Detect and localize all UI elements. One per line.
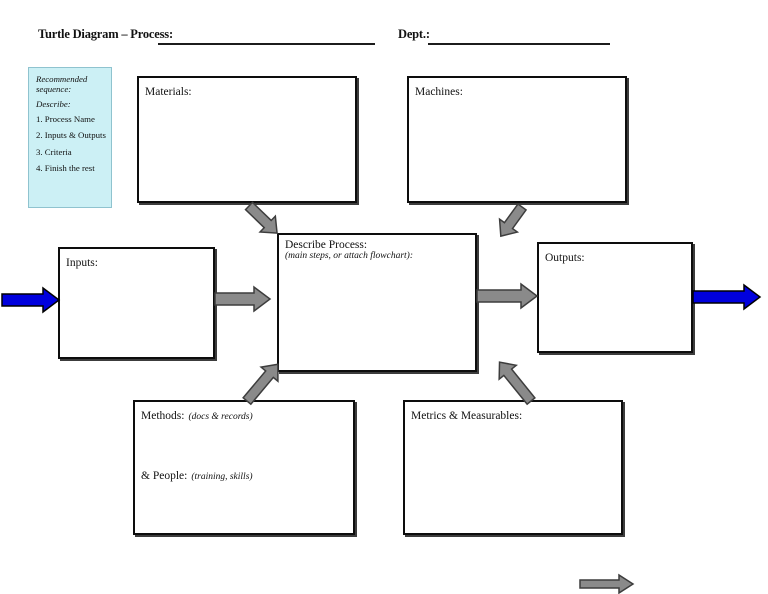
note-intro-2: Describe: — [36, 99, 71, 110]
machines-box[interactable]: Machines: — [407, 76, 627, 203]
people-note: (training, skills) — [191, 472, 253, 482]
describe-process-label: Describe Process: — [285, 239, 368, 251]
note-step: 3. Criteria — [36, 146, 72, 157]
metrics-to-process-arrow-icon — [491, 355, 540, 408]
materials-to-process-arrow-icon — [241, 198, 284, 241]
methods-label: Methods: — [141, 410, 185, 422]
page-title: Turtle Diagram – Process: — [38, 27, 173, 41]
methods-note: (docs & records) — [188, 412, 253, 422]
metrics-box[interactable]: Metrics & Measurables: — [403, 400, 623, 535]
inputs-label: Inputs: — [66, 257, 98, 269]
process-to-outputs-arrow-icon — [476, 282, 539, 310]
methods-to-process-arrow-icon — [239, 357, 287, 408]
inputs-box[interactable]: Inputs: — [58, 247, 215, 359]
external-output-arrow-icon — [692, 283, 762, 311]
describe-process-box[interactable]: Describe Process: (main steps, or attach… — [277, 233, 477, 372]
dept-blank[interactable] — [428, 43, 610, 45]
outputs-label: Outputs: — [545, 252, 585, 264]
materials-label: Materials: — [145, 86, 192, 98]
process-name-blank[interactable] — [158, 43, 375, 45]
inputs-to-process-arrow-icon — [214, 285, 272, 313]
note-step: 4. Finish the rest — [36, 162, 95, 173]
machines-label: Machines: — [415, 86, 463, 98]
describe-process-note: (main steps, or attach flowchart): — [285, 251, 413, 261]
people-label: & People: — [141, 470, 188, 482]
machines-to-process-arrow-icon — [492, 201, 531, 243]
dept-label: Dept.: — [398, 27, 430, 41]
note-intro-1: Recommended sequence: — [36, 74, 88, 95]
external-input-arrow-icon — [1, 286, 61, 314]
metrics-label: Metrics & Measurables: — [411, 410, 523, 422]
note-step: 1. Process Name — [36, 114, 95, 125]
methods-people-box[interactable]: Methods: (docs & records) & People: (tra… — [133, 400, 355, 535]
outputs-box[interactable]: Outputs: — [537, 242, 693, 353]
note-step: 2. Inputs & Outputs — [36, 130, 106, 141]
materials-box[interactable]: Materials: — [137, 76, 357, 203]
footer-arrow-icon — [579, 573, 635, 594]
recommended-sequence-note: Recommended sequence: Describe: 1. Proce… — [28, 67, 112, 208]
